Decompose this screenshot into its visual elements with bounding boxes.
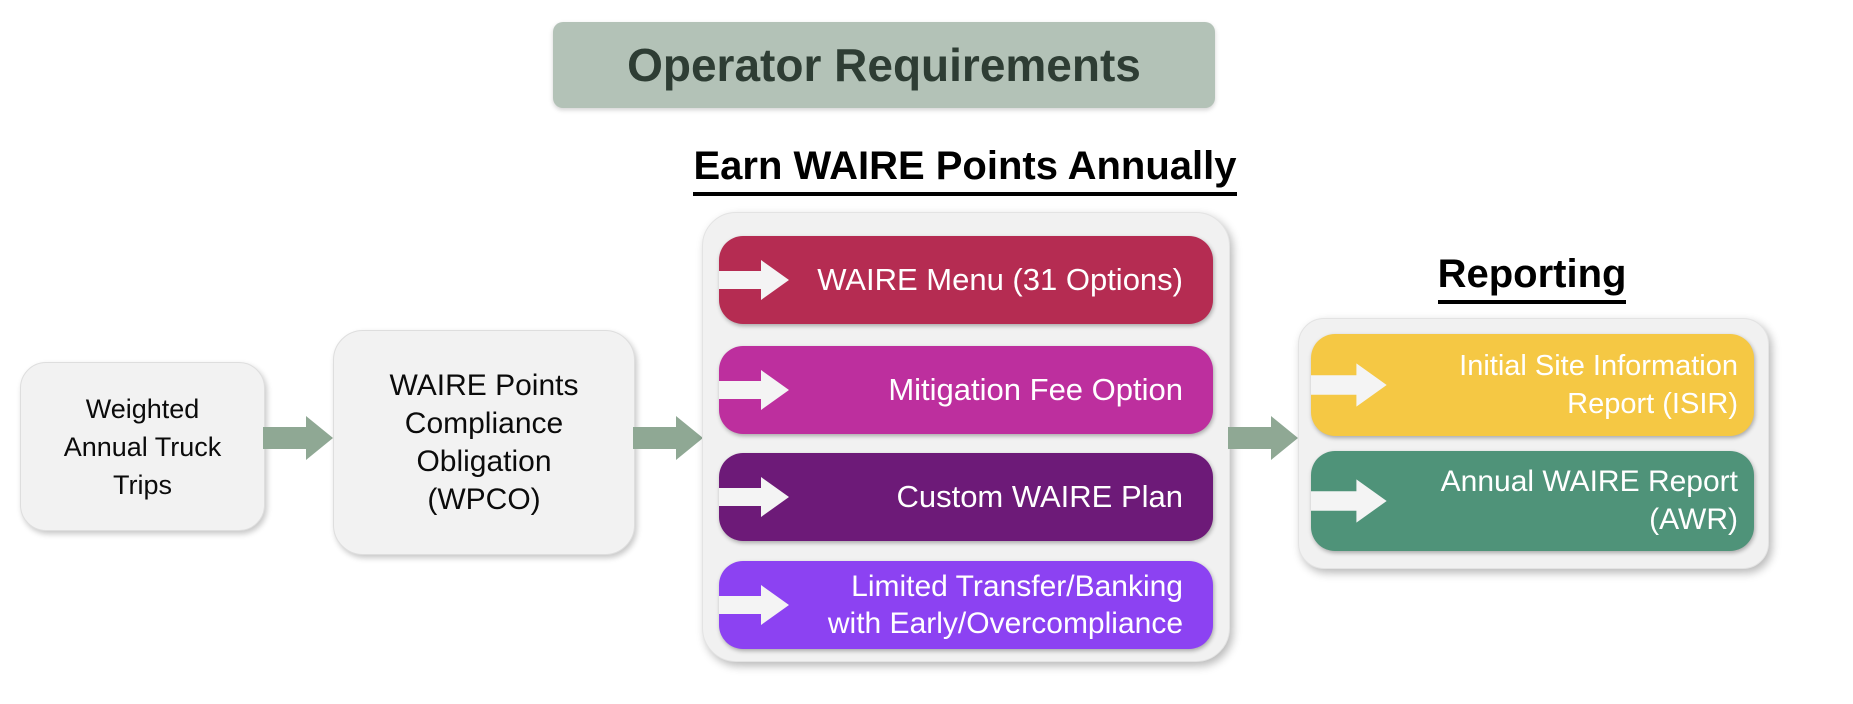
bar-label-line: (AWR) [1649,503,1738,536]
flow-arrow-icon [263,416,333,460]
reporting-heading: Reporting [1382,252,1682,304]
bar-label-line: Initial Site Information [1459,350,1738,382]
right-arrow-icon [1311,479,1387,523]
right-arrow-icon [1311,363,1387,407]
right-arrow-icon [719,585,789,625]
earn-waire-points-group: WAIRE Menu (31 Options) Mitigation Fee O… [702,212,1230,662]
earn-waire-points-heading: Earn WAIRE Points Annually [640,144,1290,196]
heading-text: Reporting [1437,252,1627,304]
isir-bar: Initial Site Information Report (ISIR) [1311,334,1754,436]
box-line: (WPCO) [427,482,541,516]
diagram-title: Operator Requirements [553,22,1215,108]
right-arrow-icon [719,477,789,517]
flow-arrow-icon [633,416,703,460]
bar-label: WAIRE Menu (31 Options) [817,262,1183,297]
transfer-banking-bar: Limited Transfer/Banking with Early/Over… [719,561,1213,649]
bar-label-line: with Early/Overcompliance [827,607,1183,640]
box-line: Annual Truck [63,431,222,462]
box-line: Trips [113,469,172,500]
box-line: Weighted [85,393,200,424]
right-arrow-icon [719,370,789,410]
bar-label-line: Report (ISIR) [1567,388,1738,420]
bar-label: Initial Site Information Report (ISIR) [1311,347,1754,423]
heading-text: Earn WAIRE Points Annually [693,144,1237,196]
awr-bar: Annual WAIRE Report (AWR) [1311,451,1754,551]
bar-label: Annual WAIRE Report (AWR) [1311,463,1754,539]
flow-arrow-icon [1228,416,1298,460]
box-line: Obligation [416,444,552,478]
bar-label-line: Annual WAIRE Report [1440,465,1738,498]
right-arrow-icon [719,260,789,300]
reporting-group: Initial Site Information Report (ISIR) A… [1298,318,1769,569]
waire-menu-bar: WAIRE Menu (31 Options) [719,236,1213,324]
custom-waire-plan-bar: Custom WAIRE Plan [719,453,1213,541]
bar-label-line: Limited Transfer/Banking [851,570,1183,603]
weighted-annual-truck-trips-box: Weighted Annual Truck Trips [20,362,265,531]
bar-label: Mitigation Fee Option [888,372,1183,407]
bar-label: Limited Transfer/Banking with Early/Over… [719,568,1213,642]
box-line: Compliance [404,406,564,440]
wpco-box: WAIRE Points Compliance Obligation (WPCO… [333,330,635,555]
box-line: WAIRE Points [389,368,579,402]
bar-label: Custom WAIRE Plan [896,479,1183,514]
mitigation-fee-bar: Mitigation Fee Option [719,346,1213,434]
